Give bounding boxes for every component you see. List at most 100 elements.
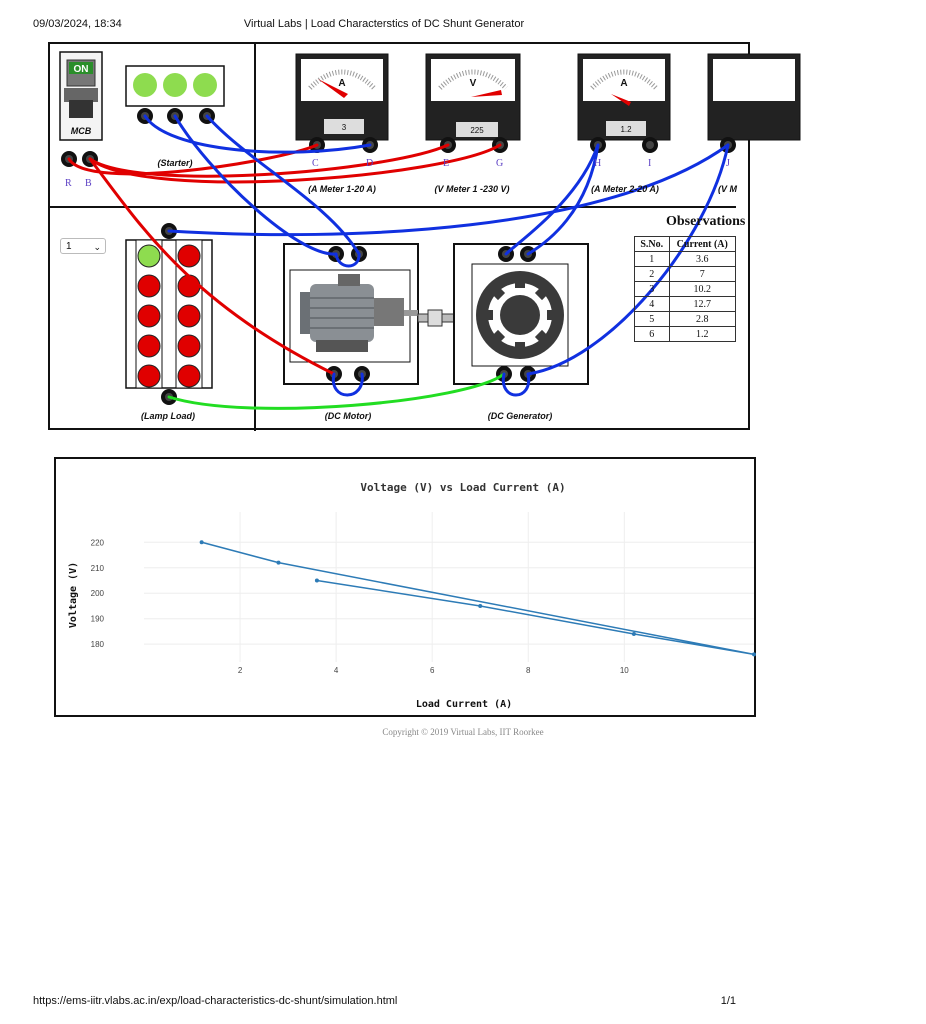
sno-cell: 5 <box>634 311 670 327</box>
lamp-off <box>177 334 201 358</box>
x-axis-label: Load Current (A) <box>416 699 512 710</box>
x-tick-label: 2 <box>238 666 243 675</box>
lamp-off <box>177 364 201 388</box>
terminal-label-j: J <box>726 158 730 169</box>
meter-reading: 1.2 <box>620 125 632 134</box>
circuit-diagram: ON MCB A 3 V 225 A 1.2 <box>48 42 801 431</box>
meter-needle <box>471 90 502 97</box>
dc-generator <box>453 243 589 385</box>
mcb-state-label: ON <box>74 64 89 75</box>
data-point[interactable] <box>752 652 756 657</box>
sno-cell: 4 <box>634 296 670 312</box>
mcb-breaker[interactable]: ON MCB <box>59 51 103 141</box>
lamp-count-select[interactable]: 1 ⌄ <box>60 238 106 254</box>
a-meter-2-label: (A Meter 2-20 A) <box>591 184 659 194</box>
lamp-off <box>137 304 161 328</box>
lamp-count-value: 1 <box>66 241 72 252</box>
data-point[interactable] <box>276 560 281 565</box>
series-line <box>201 541 755 656</box>
starter-indicator-light <box>193 73 217 97</box>
wire-blue <box>334 252 361 268</box>
wire-red <box>88 143 502 184</box>
v-meter-1: V 225 <box>425 53 521 141</box>
wire-blue <box>167 143 730 237</box>
current-cell: 10.2 <box>668 281 737 297</box>
current-cell: 2.8 <box>668 311 737 327</box>
data-point[interactable] <box>478 603 483 608</box>
terminal-label-c: C <box>312 158 319 169</box>
meter-needle <box>611 94 631 106</box>
sno-cell: 2 <box>634 266 670 282</box>
v-meter-2 <box>707 53 801 141</box>
wire-red <box>88 143 450 178</box>
meter-reading: 225 <box>470 126 484 135</box>
panel-border <box>48 42 750 430</box>
chart-title: Voltage (V) vs Load Current (A) <box>360 481 565 494</box>
wire-green <box>167 372 506 410</box>
meter-needle <box>318 79 348 98</box>
terminal-label-e: E <box>443 158 449 169</box>
x-tick-label: 10 <box>620 666 629 675</box>
chart-svg: Voltage (V) vs Load Current (A) Load Cur… <box>54 457 756 717</box>
dc-motor-label: (DC Motor) <box>325 411 372 421</box>
print-title: Virtual Labs | Load Characterstics of DC… <box>243 18 525 30</box>
current-cell: 12.7 <box>668 296 737 312</box>
sno-cell: 1 <box>634 251 670 267</box>
wire-blue <box>143 114 372 154</box>
voltage-current-chart: Voltage (V) vs Load Current (A) Load Cur… <box>54 457 756 717</box>
wire-blue <box>173 114 338 256</box>
a-meter-1: A 3 <box>295 53 389 141</box>
data-point[interactable] <box>314 578 319 583</box>
wires[interactable] <box>67 114 730 410</box>
y-tick-label: 180 <box>91 640 105 649</box>
meter-symbol: V <box>470 78 477 89</box>
y-tick-label: 220 <box>91 538 105 547</box>
starter-indicator-light <box>133 73 157 97</box>
data-point[interactable] <box>199 540 204 545</box>
terminal-label-b: B <box>85 178 92 189</box>
print-page-number: 1/1 <box>720 995 736 1007</box>
wire-blue <box>526 143 600 256</box>
a-meter-1-label: (A Meter 1-20 A) <box>308 184 376 194</box>
lamp-load <box>125 239 213 389</box>
current-cell: 1.2 <box>668 326 737 342</box>
lamp-off <box>137 364 161 388</box>
dc-generator-label: (DC Generator) <box>488 411 553 421</box>
data-point[interactable] <box>631 631 636 636</box>
observations-title: Observations <box>666 214 746 229</box>
chart-series <box>199 540 756 657</box>
terminal-label-d: D <box>366 158 373 169</box>
wire-red <box>88 157 336 376</box>
mcb-label: MCB <box>71 126 92 136</box>
lamp-on <box>137 244 161 268</box>
y-axis-label: Voltage (V) <box>68 562 79 628</box>
table-header: S.No. <box>634 236 670 252</box>
meter-symbol: A <box>338 78 345 89</box>
simulation-panel: ON MCB A 3 V 225 A 1.2 <box>48 42 801 431</box>
lamp-off <box>137 334 161 358</box>
copyright: Copyright © 2019 Virtual Labs, IIT Roork… <box>382 727 544 737</box>
v-meter-1-label: (V Meter 1 -230 V) <box>434 184 509 194</box>
shaft-coupling <box>417 309 455 327</box>
starter-box <box>125 65 225 107</box>
chevron-down-icon: ⌄ <box>93 242 101 252</box>
terminal-label-r: R <box>65 178 72 189</box>
meter-reading: 3 <box>342 123 347 132</box>
v-meter-2-label: (V M <box>718 184 738 194</box>
lamp-off <box>177 244 201 268</box>
sno-cell: 6 <box>634 326 670 342</box>
meter-symbol: A <box>620 78 627 89</box>
terminal-label-g: G <box>496 158 503 169</box>
terminal-label-i: I <box>648 158 651 169</box>
y-tick-label: 200 <box>91 589 105 598</box>
lamp-off <box>177 304 201 328</box>
y-tick-label: 210 <box>91 564 105 573</box>
wire-blue <box>331 372 364 397</box>
x-tick-label: 8 <box>526 666 531 675</box>
